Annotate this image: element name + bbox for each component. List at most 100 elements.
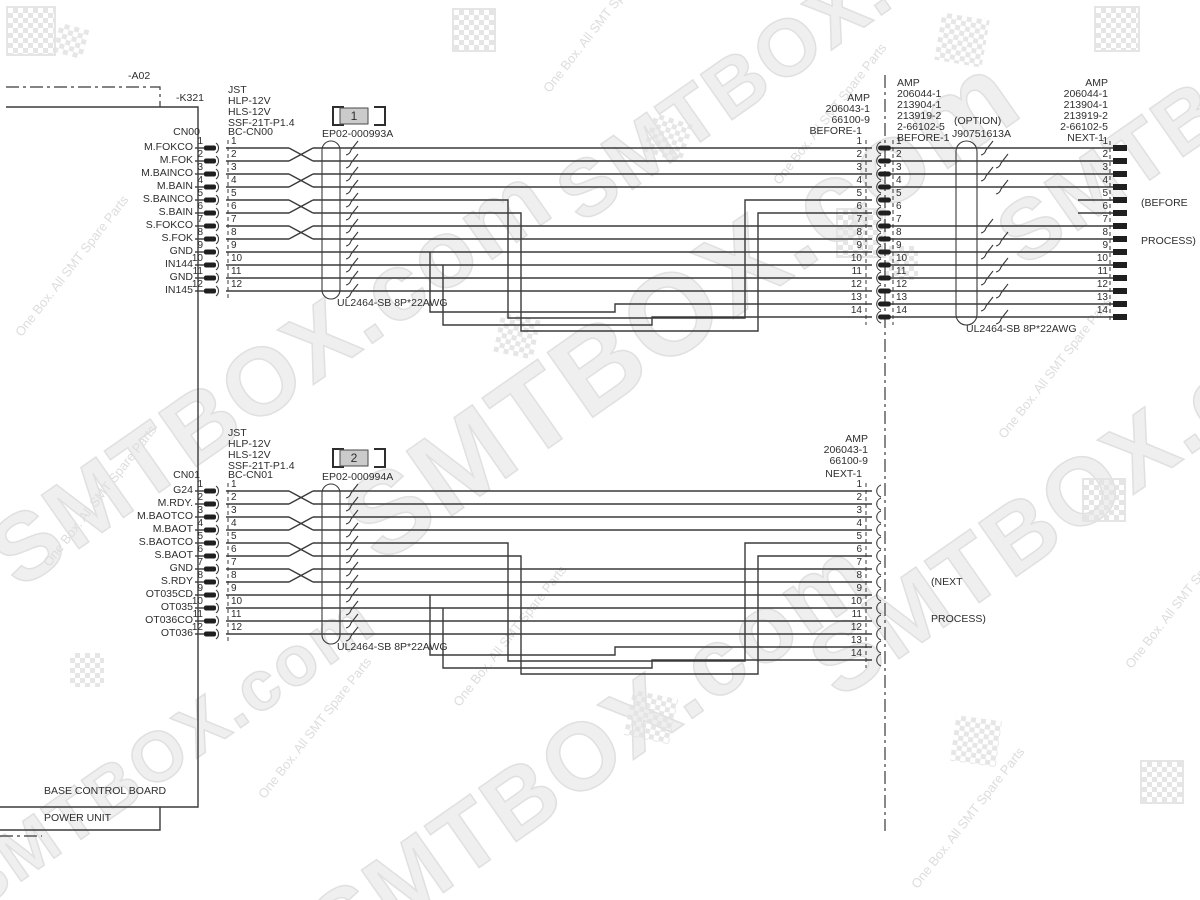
board-name-label: BASE CONTROL BOARD <box>44 785 167 797</box>
b2-right-maker: AMP <box>845 433 868 445</box>
pin-number: 12 <box>1096 279 1108 290</box>
socket-arc-icon <box>876 271 882 285</box>
watermark-qr-pattern <box>70 653 104 687</box>
socket-arc-icon <box>215 537 220 549</box>
crimp-terminal-icon <box>1113 236 1127 242</box>
male-pin-icon <box>878 158 891 164</box>
male-pin-icon <box>204 592 216 598</box>
conductor-slash-icon <box>980 166 994 182</box>
socket-arc-icon <box>215 181 220 193</box>
wire-cross <box>288 173 314 188</box>
pin-number: 2 <box>231 492 237 503</box>
b2-left-maker: JST <box>228 427 247 439</box>
conductor-slash-icon <box>995 309 1009 325</box>
shield-oval <box>321 140 341 300</box>
pin-number: 9 <box>856 583 862 594</box>
socket-arc-icon <box>876 484 882 498</box>
pin-number: 6 <box>231 544 237 555</box>
b1-option-id: J90751613A <box>952 128 1011 140</box>
conductor-slash-icon <box>995 283 1009 299</box>
pin-number: 2 <box>856 492 862 503</box>
pin-number: 9 <box>896 240 902 251</box>
pin-number: 3 <box>231 505 237 516</box>
signal-label: GND <box>169 271 193 283</box>
conductor-slash-icon <box>345 613 359 629</box>
wire-staircase <box>313 542 872 662</box>
crimp-terminal-icon <box>1113 158 1127 164</box>
b1-midright-model-2: 213904-1 <box>897 99 942 111</box>
crimp-terminal-icon <box>1113 223 1127 229</box>
socket-arc-icon <box>215 615 220 627</box>
b1-cable-spec-left: UL2464-SB 8P*22AWG <box>337 297 448 309</box>
crimp-terminal-icon <box>1113 275 1127 281</box>
male-pin-icon <box>204 249 216 255</box>
pin-number: 3 <box>197 162 203 173</box>
crimp-terminal-icon <box>1113 145 1127 151</box>
pin-number: 5 <box>1102 188 1108 199</box>
male-pin-icon <box>204 288 216 294</box>
socket-arc-icon <box>876 536 882 550</box>
pin-number: 5 <box>197 188 203 199</box>
pin-number: 12 <box>191 622 203 633</box>
male-pin-icon <box>204 579 216 585</box>
b1-left-model-2: HLS-12V <box>228 106 271 118</box>
socket-arc-icon <box>876 193 882 207</box>
signal-label: OT035CD <box>145 588 193 600</box>
pin-number: 4 <box>896 175 902 186</box>
b1-midleft-maker: AMP <box>847 92 870 104</box>
pin-number: 3 <box>856 505 862 516</box>
conductor-slash-icon <box>995 153 1009 169</box>
socket-arc-icon <box>876 614 882 628</box>
watermark-qr-pattern <box>1140 760 1184 804</box>
b1-right-model-3: 213919-2 <box>1063 110 1108 122</box>
pin-number: 8 <box>197 570 203 581</box>
b2-badge-number: 2 <box>350 451 358 465</box>
signal-label: OT036 <box>160 627 193 639</box>
b1-note-line-1: (BEFORE <box>1141 197 1188 209</box>
signal-label: M.BAOTCO <box>136 510 193 522</box>
pin-number: 11 <box>1097 266 1108 277</box>
signal-label: S.BAOT <box>154 549 193 561</box>
b1-cable-side-name: BC-CN00 <box>228 126 273 138</box>
pin-number: 13 <box>896 292 908 303</box>
wire-staircase <box>313 555 872 675</box>
male-pin-icon <box>878 184 891 190</box>
male-pin-icon <box>204 262 216 268</box>
socket-arc-icon <box>876 206 882 220</box>
pin-number: 8 <box>231 570 237 581</box>
socket-arc-icon <box>215 259 220 271</box>
pin-number: 8 <box>231 227 237 238</box>
male-pin-icon <box>204 553 216 559</box>
b1-midright-name: BEFORE-1 <box>897 132 950 144</box>
pin-number: 9 <box>231 583 237 594</box>
pin-number: 1 <box>856 136 862 147</box>
pin-number: 6 <box>896 201 902 212</box>
male-pin-icon <box>878 171 891 177</box>
male-pin-icon <box>878 288 891 294</box>
crimp-terminal-icon <box>1113 171 1127 177</box>
wire-staircase <box>442 608 872 669</box>
male-pin-icon <box>878 262 891 268</box>
conductor-slash-icon <box>345 535 359 551</box>
signal-label: M.BAOT <box>152 523 193 535</box>
conductor-slash-icon <box>345 574 359 590</box>
pin-number: 14 <box>896 305 908 316</box>
pin-number: 6 <box>1102 201 1108 212</box>
male-pin-icon <box>204 223 216 229</box>
socket-arc-icon <box>876 219 882 233</box>
pin-number: 9 <box>231 240 237 251</box>
b1-right-name: NEXT-1 <box>1067 132 1104 144</box>
conductor-slash-icon <box>345 483 359 499</box>
pin-number: 8 <box>1102 227 1108 238</box>
power-unit-label: POWER UNIT <box>44 812 112 824</box>
male-pin-icon <box>204 236 216 242</box>
pin-number: 1 <box>856 479 862 490</box>
watermark-qr-pattern <box>452 8 496 52</box>
socket-arc-icon <box>215 576 220 588</box>
wire-cross <box>288 568 314 583</box>
socket-arc-icon <box>215 207 220 219</box>
badge-plate <box>339 107 369 125</box>
socket-arc-icon <box>876 627 882 641</box>
b2-left-model-3: SSF-21T-P1.4 <box>228 460 295 472</box>
signal-label: M.FOKCO <box>144 141 193 153</box>
